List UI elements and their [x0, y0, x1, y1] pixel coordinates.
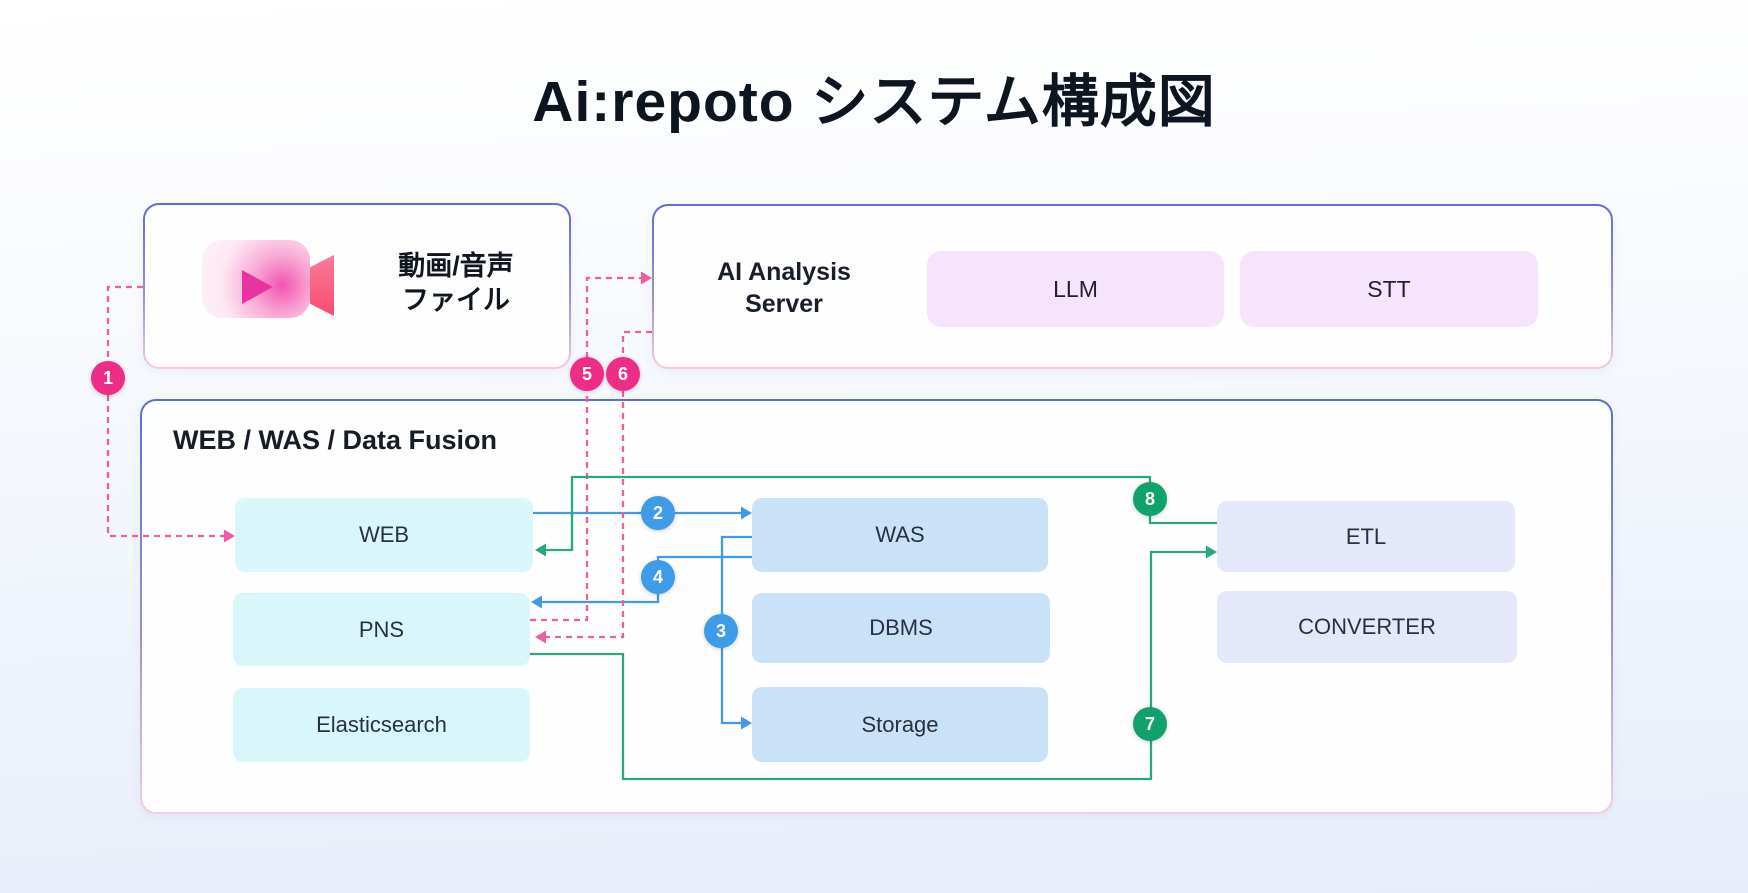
- flow-badge-4: 4: [641, 560, 675, 594]
- node-etl: ETL: [1217, 501, 1515, 572]
- node-storage: Storage: [752, 687, 1048, 762]
- ai-analysis-server-label: AI Analysis Server: [717, 258, 851, 318]
- node-was: WAS: [752, 498, 1048, 572]
- node-stt: STT: [1240, 251, 1538, 327]
- flow-arrowhead-5: [641, 271, 652, 285]
- flow-badge-6: 6: [606, 357, 640, 391]
- ai-analysis-server-box: AI Analysis Server LLM STT: [652, 204, 1613, 369]
- node-pns: PNS: [233, 593, 530, 666]
- node-web: WEB: [235, 498, 533, 572]
- node-dbms: DBMS: [752, 593, 1050, 663]
- flow-badge-5: 5: [570, 357, 604, 391]
- node-llm: LLM: [927, 251, 1224, 327]
- media-file-box: 動画/音声 ファイル: [143, 203, 571, 369]
- node-elasticsearch: Elasticsearch: [233, 688, 530, 762]
- flow-badge-8: 8: [1133, 482, 1167, 516]
- media-file-label: 動画/音声 ファイル: [398, 251, 514, 315]
- flow-badge-2: 2: [641, 496, 675, 530]
- flow-badge-7: 7: [1133, 707, 1167, 741]
- web-was-datafusion-label: WEB / WAS / Data Fusion: [173, 425, 498, 455]
- flow-badge-1: 1: [91, 361, 125, 395]
- flow-badge-3: 3: [704, 614, 738, 648]
- node-converter: CONVERTER: [1217, 591, 1517, 663]
- page-title: Ai:repoto システム構成図: [532, 70, 1216, 134]
